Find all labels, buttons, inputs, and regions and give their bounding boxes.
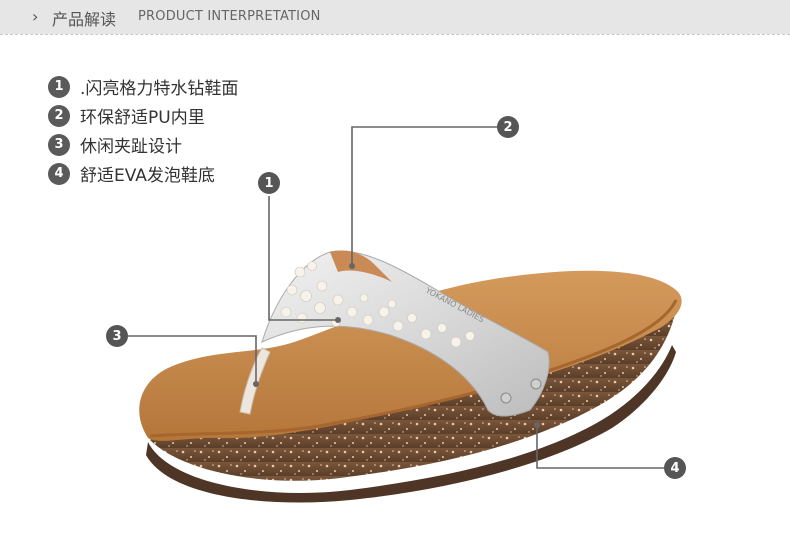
- feature-number-badge: 3: [48, 133, 70, 156]
- feature-number-badge: 1: [48, 75, 70, 98]
- feature-item: 2 环保舒适PU内里: [48, 101, 238, 130]
- callout-badge-4: 4: [664, 457, 686, 479]
- callout-badge-2: 2: [497, 116, 519, 138]
- feature-text: .闪亮格力特水钻鞋面: [80, 79, 239, 99]
- feature-item: 1 .闪亮格力特水钻鞋面: [48, 72, 238, 101]
- feature-item: 3 休闲夹趾设计: [48, 130, 238, 159]
- feature-number-badge: 2: [48, 104, 70, 127]
- callout-badge-3: 3: [106, 325, 128, 347]
- feature-text: 休闲夹趾设计: [80, 137, 182, 157]
- dashed-divider: [0, 34, 790, 35]
- feature-text: 舒适EVA发泡鞋底: [80, 166, 215, 186]
- sandal-footbed: [139, 270, 682, 441]
- toe-post: [239, 347, 271, 415]
- section-title-en: PRODUCT INTERPRETATION: [138, 9, 321, 24]
- feature-number-badge: 4: [48, 162, 70, 185]
- leader-line-4: [536, 425, 664, 469]
- sandal-outsole: [146, 345, 676, 503]
- pearl-decorations: [280, 261, 475, 348]
- leader-line-1: [268, 196, 338, 321]
- section-title-cn: 产品解读: [52, 10, 117, 29]
- leader-line-2: [351, 126, 497, 266]
- chevron-right-icon: ›: [32, 7, 39, 26]
- feature-list: 1 .闪亮格力特水钻鞋面 2 环保舒适PU内里 3 休闲夹趾设计 4 舒适EVA…: [48, 72, 238, 188]
- leader-line-3: [128, 335, 257, 384]
- callout-badge-1: 1: [258, 172, 280, 194]
- section-header: › 产品解读 PRODUCT INTERPRETATION: [0, 0, 790, 34]
- feature-text: 环保舒适PU内里: [80, 108, 205, 128]
- feature-item: 4 舒适EVA发泡鞋底: [48, 159, 238, 188]
